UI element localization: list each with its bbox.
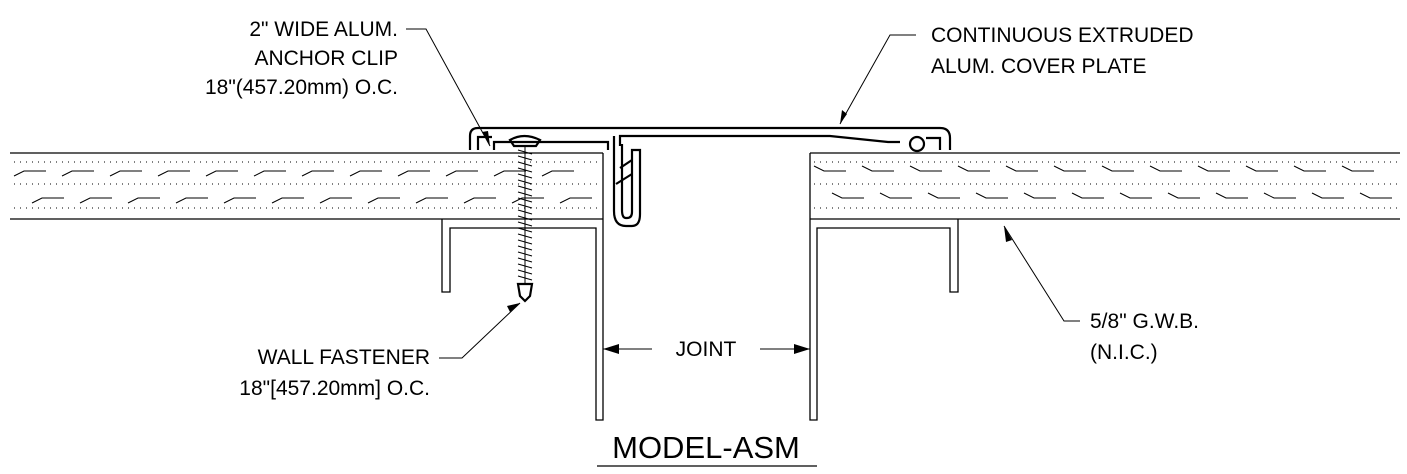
cover-plate-label-line2: ALUM. COVER PLATE: [931, 55, 1147, 78]
joint-dimension: [603, 344, 810, 354]
joint-label: JOINT: [676, 338, 737, 361]
metal-stud-right: [809, 219, 959, 421]
gypsum-board-right: [809, 152, 1400, 220]
leader-wall-fastener: [439, 302, 521, 359]
drawing-title: MODEL-ASM: [612, 430, 800, 465]
anchor-clip-label-line1: 2" WIDE ALUM.: [249, 18, 398, 41]
anchor-clip-label-line2: ANCHOR CLIP: [254, 47, 398, 70]
leader-cover-plate: [839, 34, 916, 125]
anchor-clip-label-line3: 18"(457.20mm) O.C.: [205, 76, 398, 99]
metal-stud-left: [441, 219, 604, 421]
leader-gwb: [1003, 225, 1080, 322]
gypsum-hatch-right: [813, 161, 1398, 209]
cover-plate-label-line1: CONTINUOUS EXTRUDED: [931, 24, 1194, 47]
leader-anchor-clip: [406, 28, 491, 147]
gypsum-hatch-left: [13, 161, 600, 209]
wall-fastener-screw: [508, 134, 542, 303]
gypsum-board-left: [10, 152, 604, 220]
cover-plate-extrusion: [468, 126, 952, 228]
gwb-label-line2: (N.I.C.): [1090, 341, 1158, 364]
wall-fastener-label-line2: 18"[457.20mm] O.C.: [239, 377, 430, 400]
wall-fastener-label-line1: WALL FASTENER: [258, 346, 430, 369]
gwb-label-line1: 5/8" G.W.B.: [1090, 310, 1199, 333]
